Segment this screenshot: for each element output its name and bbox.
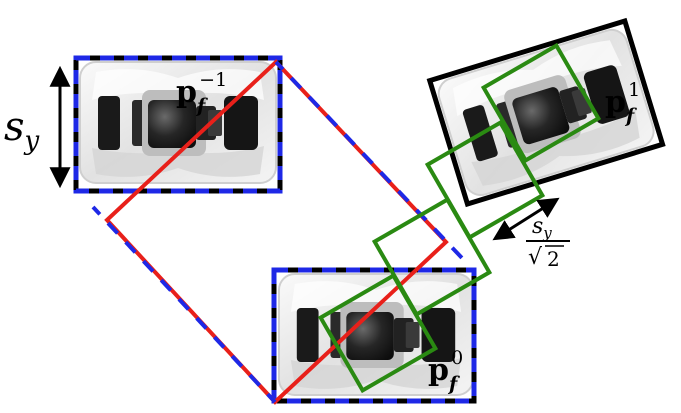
frame-next xyxy=(426,17,666,208)
pose-next-label: pf1 xyxy=(605,79,640,127)
svg-text:√: √ xyxy=(528,245,543,270)
sy-label: sy xyxy=(4,104,40,156)
drone-next xyxy=(426,17,666,208)
pose-curr-label: pf0 xyxy=(428,347,463,395)
diag-frac-label: sy √ 2 xyxy=(526,214,570,271)
svg-text:sy: sy xyxy=(532,214,552,242)
blue-dash-curr xyxy=(271,267,477,404)
diag-arrow xyxy=(492,197,560,241)
green-square-1 xyxy=(480,42,602,164)
svg-text:2: 2 xyxy=(547,247,560,271)
green-square-4 xyxy=(317,272,439,394)
blue-dash-prev xyxy=(73,55,283,194)
red-diamond xyxy=(91,59,464,405)
pose-prev-label: pf−1 xyxy=(176,69,227,117)
